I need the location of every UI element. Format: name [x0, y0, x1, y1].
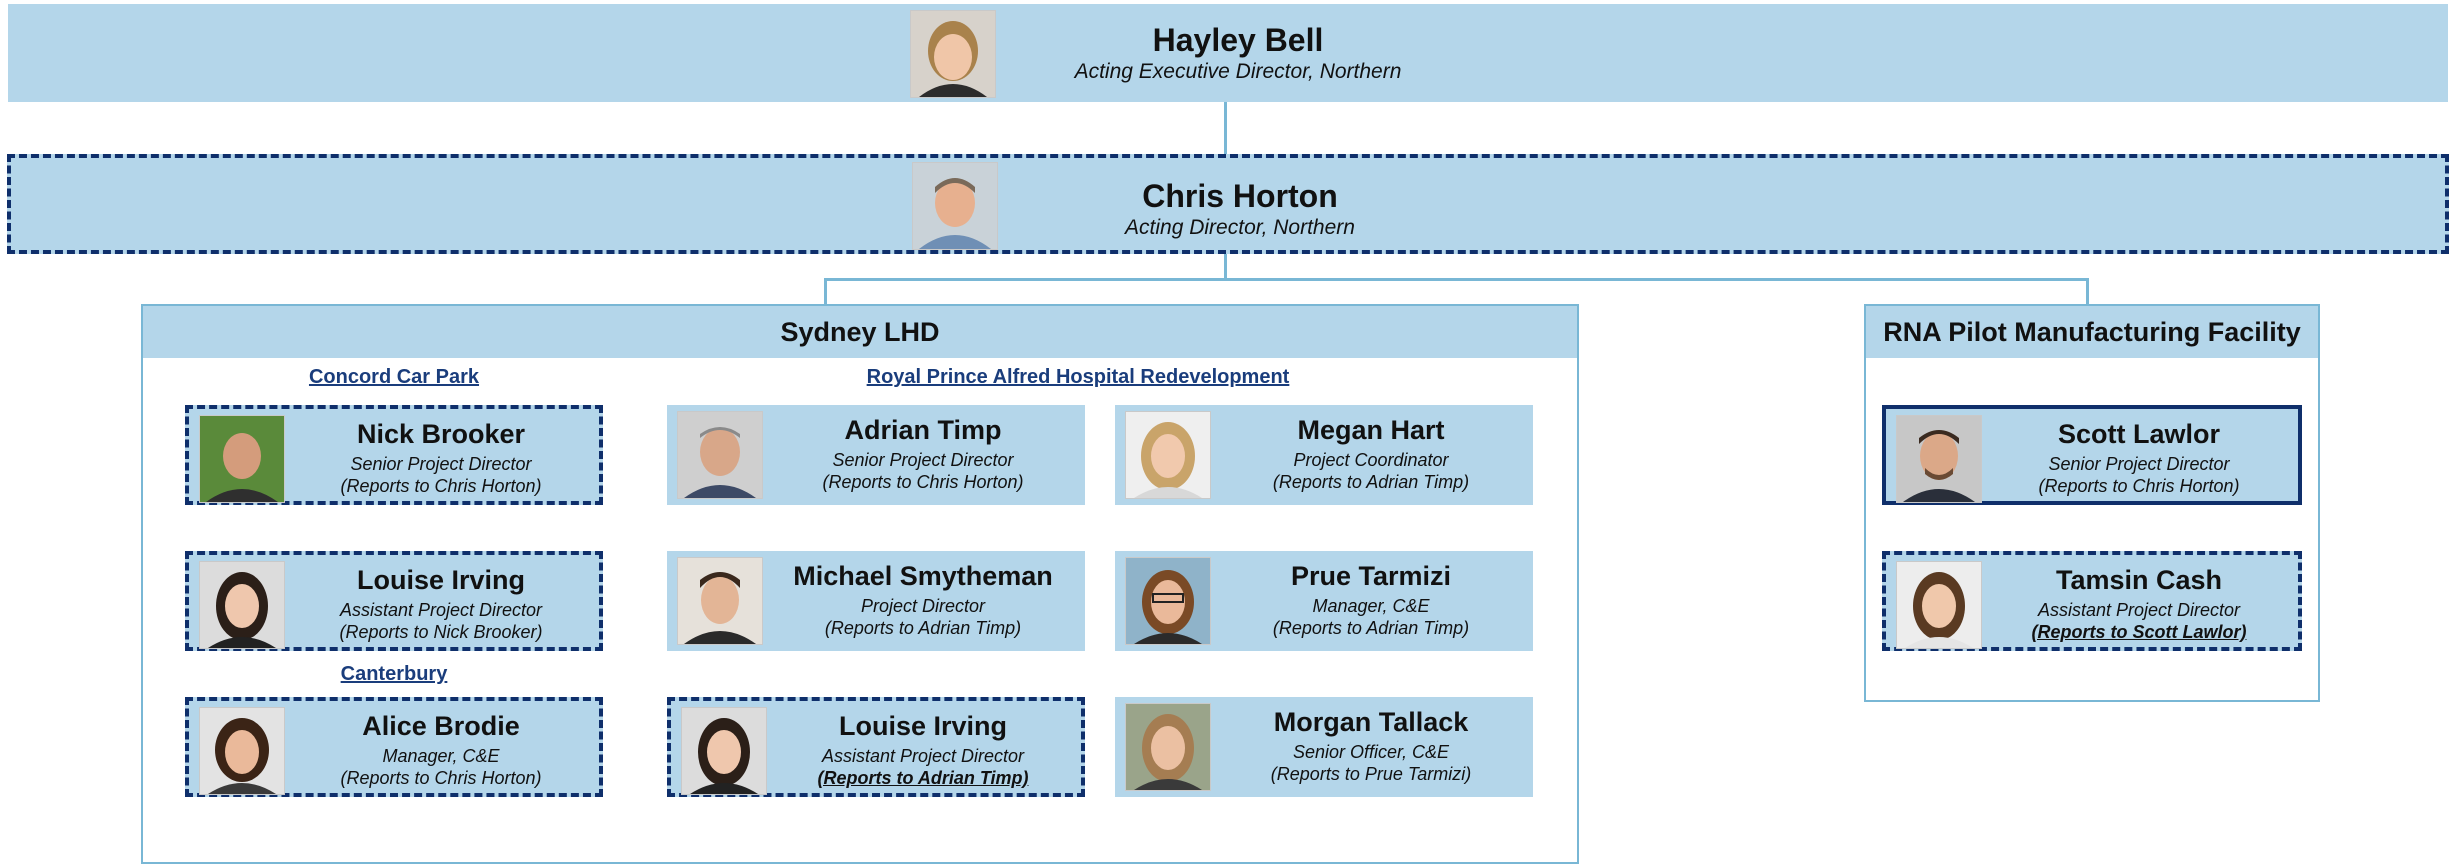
person-reports-to: (Reports to Adrian Timp) — [1272, 618, 1470, 638]
person-role: Assistant Project Director — [2037, 600, 2241, 620]
person-reports-to: (Reports to Prue Tarmizi) — [1270, 764, 1472, 784]
person-name: Morgan Tallack — [1273, 707, 1469, 737]
group-title-concord: Concord Car Park — [308, 366, 480, 388]
person-name: Adrian Timp — [844, 415, 1002, 445]
director-name: Chris Horton — [1142, 178, 1338, 214]
person-reports-to: (Reports to Scott Lawlor) — [2031, 622, 2247, 642]
person-card-adrian-timp: Adrian Timp Senior Project Director (Rep… — [667, 405, 1085, 505]
person-name: Megan Hart — [1297, 415, 1445, 445]
avatar — [677, 557, 763, 645]
group-title-rpa: Royal Prince Alfred Hospital Redevelopme… — [866, 366, 1290, 388]
person-card-morgan-tallack: Morgan Tallack Senior Officer, C&E (Repo… — [1115, 697, 1533, 797]
person-role: Manager, C&E — [1312, 596, 1430, 616]
rna-facility-title: RNA Pilot Manufacturing Facility — [1883, 317, 2301, 347]
avatar — [199, 415, 285, 503]
person-card-megan-hart: Megan Hart Project Coordinator (Reports … — [1115, 405, 1533, 505]
avatar — [1125, 703, 1211, 791]
sydney-lhd-title: Sydney LHD — [780, 317, 940, 347]
rna-facility-header: RNA Pilot Manufacturing Facility — [1866, 306, 2318, 358]
group-title-canterbury: Canterbury — [340, 663, 448, 685]
executive-name: Hayley Bell — [1152, 22, 1324, 58]
connector-to-rna — [2086, 278, 2089, 306]
person-card-tamsin-cash: Tamsin Cash Assistant Project Director (… — [1882, 551, 2302, 651]
avatar — [912, 162, 998, 250]
person-reports-to: (Reports to Chris Horton) — [340, 768, 542, 788]
person-role: Senior Project Director — [350, 454, 532, 474]
person-reports-to: (Reports to Chris Horton) — [2038, 476, 2240, 496]
avatar — [199, 561, 285, 649]
avatar — [1125, 411, 1211, 499]
avatar — [681, 707, 767, 795]
connector-to-sydney — [824, 278, 827, 306]
person-reports-to: (Reports to Nick Brooker) — [339, 622, 543, 642]
avatar — [1125, 557, 1211, 645]
executive-role: Acting Executive Director, Northern — [1074, 60, 1402, 83]
person-card-nick-brooker: Nick Brooker Senior Project Director (Re… — [185, 405, 603, 505]
person-card-michael-smytheman: Michael Smytheman Project Director (Repo… — [667, 551, 1085, 651]
person-name: Alice Brodie — [362, 711, 520, 741]
person-role: Manager, C&E — [382, 746, 500, 766]
person-name: Scott Lawlor — [2057, 419, 2220, 449]
connector-director-down — [1224, 252, 1227, 280]
person-role: Senior Project Director — [832, 450, 1014, 470]
person-reports-to: (Reports to Chris Horton) — [822, 472, 1024, 492]
person-card-alice-brodie: Alice Brodie Manager, C&E (Reports to Ch… — [185, 697, 603, 797]
person-role: Assistant Project Director — [821, 746, 1025, 766]
top-executive-banner: Hayley Bell Acting Executive Director, N… — [8, 4, 2448, 102]
person-reports-to: (Reports to Adrian Timp) — [817, 768, 1029, 788]
avatar — [199, 707, 285, 795]
person-card-scott-lawlor: Scott Lawlor Senior Project Director (Re… — [1882, 405, 2302, 505]
avatar — [1896, 415, 1982, 503]
person-name: Nick Brooker — [356, 419, 526, 449]
avatar — [910, 10, 996, 98]
person-name: Tamsin Cash — [2055, 565, 2223, 595]
director-banner: Chris Horton Acting Director, Northern — [7, 154, 2449, 254]
person-role: Project Coordinator — [1293, 450, 1449, 470]
avatar — [1896, 561, 1982, 649]
person-name: Louise Irving — [838, 711, 1008, 741]
connector-horizontal — [824, 278, 2089, 281]
person-reports-to: (Reports to Chris Horton) — [340, 476, 542, 496]
person-name: Michael Smytheman — [793, 561, 1053, 591]
person-card-louise-irving-concord: Louise Irving Assistant Project Director… — [185, 551, 603, 651]
person-role: Senior Officer, C&E — [1292, 742, 1450, 762]
avatar — [677, 411, 763, 499]
person-reports-to: (Reports to Adrian Timp) — [1272, 472, 1470, 492]
person-name: Louise Irving — [356, 565, 526, 595]
person-card-louise-irving-rpa: Louise Irving Assistant Project Director… — [667, 697, 1085, 797]
person-role: Assistant Project Director — [339, 600, 543, 620]
person-role: Senior Project Director — [2048, 454, 2230, 474]
sydney-lhd-header: Sydney LHD — [143, 306, 1577, 358]
person-name: Prue Tarmizi — [1290, 561, 1452, 591]
person-role: Project Director — [860, 596, 986, 616]
director-role: Acting Director, Northern — [1125, 216, 1355, 239]
connector-top-director — [1224, 100, 1227, 156]
person-reports-to: (Reports to Adrian Timp) — [824, 618, 1022, 638]
person-card-prue-tarmizi: Prue Tarmizi Manager, C&E (Reports to Ad… — [1115, 551, 1533, 651]
